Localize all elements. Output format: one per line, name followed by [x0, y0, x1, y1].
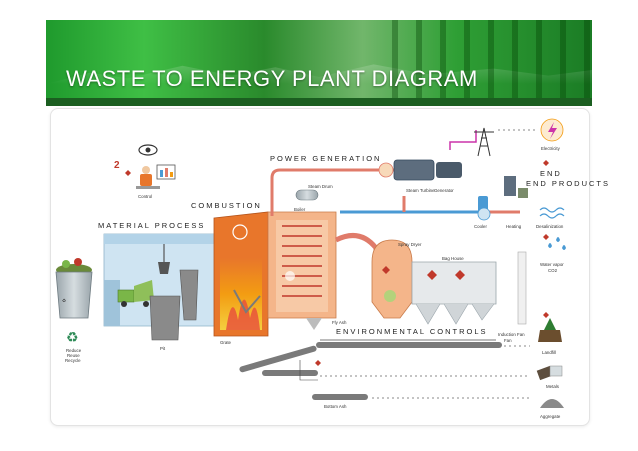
label-generator: Generator [434, 188, 454, 193]
bag-house: Bag House [411, 256, 497, 325]
flow-arrows [320, 345, 530, 399]
label-pit: Pit [160, 346, 166, 351]
label-heating: Heating [506, 224, 522, 229]
label-grate: Grate [220, 340, 232, 345]
end-product-vapor: Water vapor CO2 [540, 237, 566, 273]
end-product-metals: Metals [536, 365, 563, 389]
recycle-bin: ♻ ♻ Reduce Reuse Recycle [55, 258, 93, 363]
label-fly-ash: Fly Ash [332, 320, 347, 325]
label-control: Control [138, 194, 152, 199]
end-product-landfill: Landfill [538, 318, 562, 355]
banner-strip [46, 98, 592, 106]
label-bottom-ash: Bottom Ash [324, 404, 347, 409]
step-2: 2 [114, 160, 120, 171]
label-boiler: Boiler [294, 207, 306, 212]
label-steam-turbine: Steam Turbine [406, 188, 435, 193]
banner-forest [392, 20, 592, 106]
svg-text:♻: ♻ [62, 298, 66, 303]
page-title: WASTE TO ENERGY PLANT DIAGRAM [66, 66, 478, 91]
label-induction-fan: Induction Fan [498, 332, 525, 337]
label-desalinization: Desalinization [536, 224, 564, 229]
ash-conveyors: Bottom Ash [239, 339, 502, 409]
boiler: Steam Drum Boiler Fly Ash [267, 184, 347, 330]
turbine-generator: Steam Turbine Generator [378, 159, 462, 193]
section-power-generation: POWER GENERATION [270, 154, 381, 163]
label-recycle: Recycle [65, 358, 81, 363]
stack: Induction Fan Fan [498, 251, 527, 343]
label-reuse: Reuse [67, 353, 80, 358]
section-end-products-1: END [540, 169, 562, 178]
section-material-process: MATERIAL PROCESS [98, 221, 205, 230]
header-banner: WASTE TO ENERGY PLANT DIAGRAM [46, 20, 592, 106]
end-product-aggregate: Aggregate [540, 399, 564, 419]
label-landfill: Landfill [542, 350, 556, 355]
control-station: Control [136, 144, 176, 199]
power-pylon [474, 127, 536, 157]
material-building: Pit [103, 233, 217, 351]
label-bag-house: Bag House [442, 256, 464, 261]
recycle-icon: ♻ [66, 329, 79, 345]
section-environmental-controls: ENVIRONMENTAL CONTROLS [336, 327, 488, 336]
furnace: Grate [213, 211, 269, 345]
label-steam-drum: Steam Drum [308, 184, 333, 189]
label-reduce: Reduce [66, 348, 82, 353]
label-electricity: Electricity [541, 146, 561, 151]
heat-exchangers: Cooler Heating Desalinization [474, 176, 565, 229]
label-aggregate: Aggregate [540, 414, 561, 419]
spray-dryer: Spray Dryer [371, 239, 422, 319]
process-markers [125, 160, 549, 366]
section-end-products: END PRODUCTS [526, 179, 610, 188]
label-co2: CO2 [548, 268, 558, 273]
svg-text:Fan: Fan [504, 338, 512, 343]
label-water-vapor: Water vapor [540, 262, 564, 267]
label-metals: Metals [546, 384, 560, 389]
label-spray-dryer: Spray Dryer [398, 242, 422, 247]
label-cooler: Cooler [474, 224, 487, 229]
end-product-electricity: Electricity [540, 118, 564, 151]
section-combustion: COMBUSTION [191, 201, 262, 210]
